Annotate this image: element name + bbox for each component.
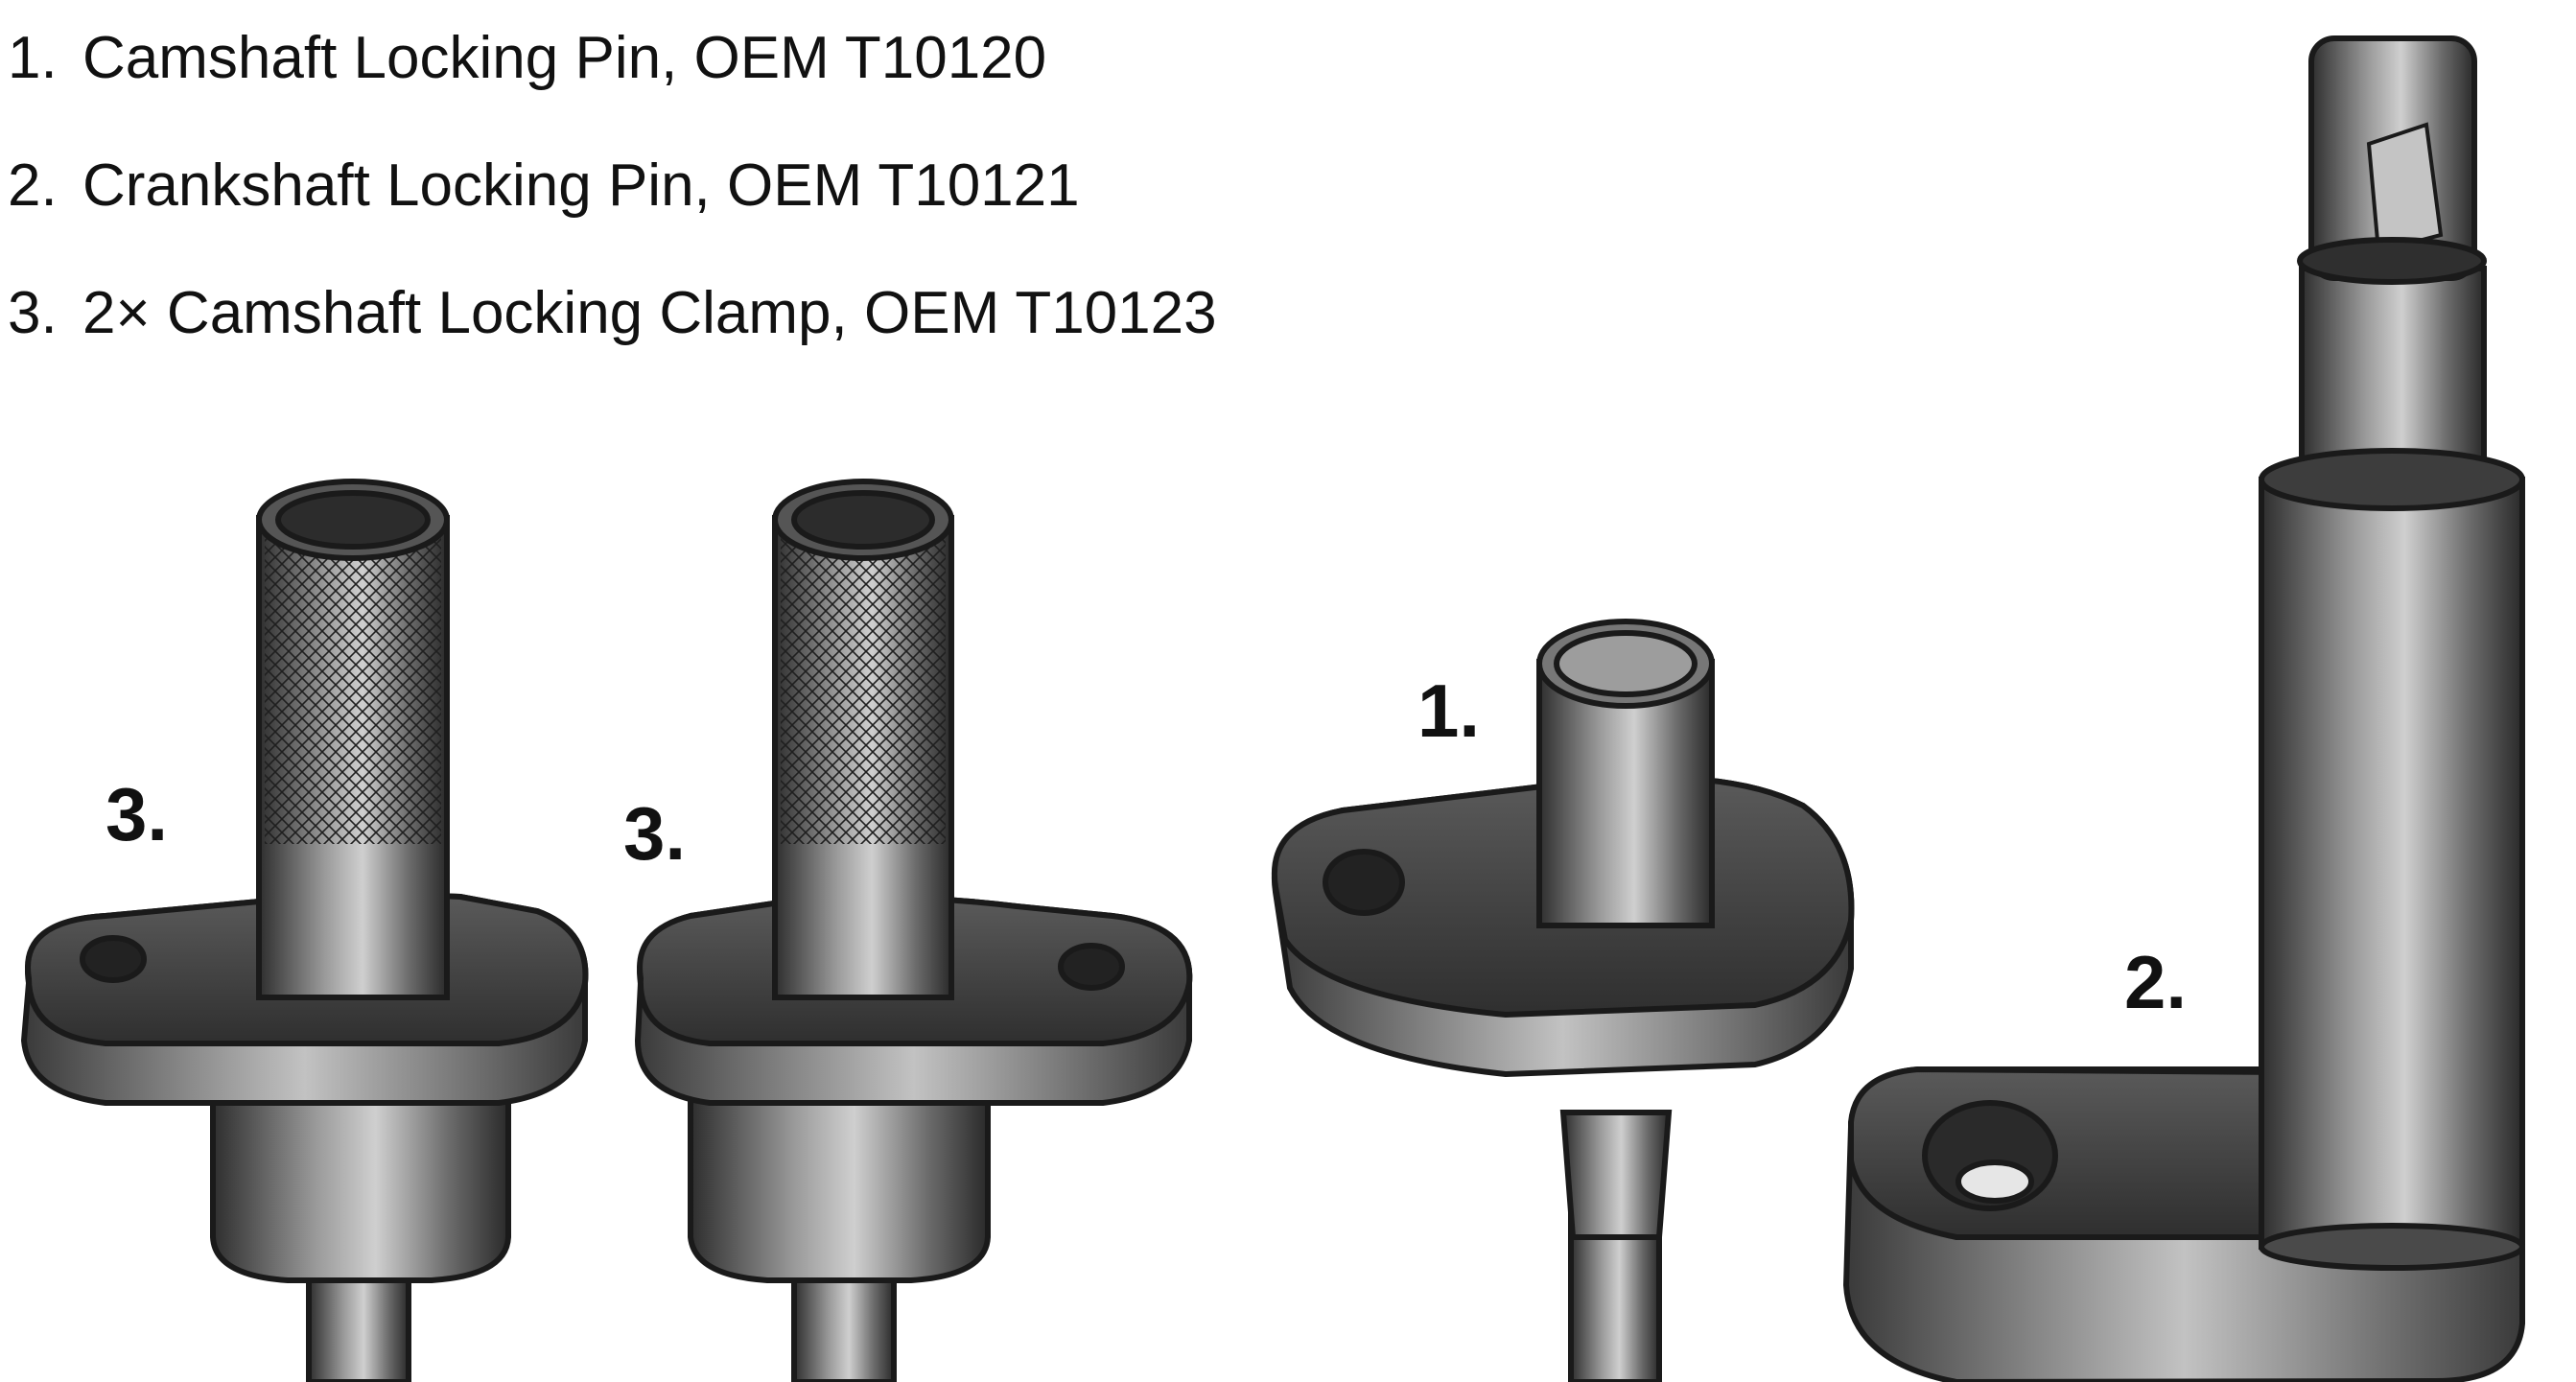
camshaft-locking-clamp-left: [20, 479, 589, 1382]
legend-number: 3.: [8, 280, 58, 346]
legend-number: 1.: [8, 25, 58, 91]
callout-crank-pin: 2.: [2124, 940, 2188, 1024]
callout-clamp-left: 3.: [105, 772, 169, 856]
legend-number: 2.: [8, 152, 58, 219]
camshaft-locking-pin: [1271, 619, 1855, 1382]
callout-clamp-right: 3.: [623, 791, 687, 876]
parts-legend: 1. Camshaft Locking Pin, OEM T10120 2. C…: [8, 29, 1217, 411]
legend-item-3: 3. 2× Camshaft Locking Clamp, OEM T10123: [8, 284, 1217, 411]
legend-text: 2× Camshaft Locking Clamp, OEM T10123: [82, 280, 1217, 346]
legend-item-1: 1. Camshaft Locking Pin, OEM T10120: [8, 29, 1217, 156]
crankshaft-locking-pin: [1842, 35, 2525, 1382]
callout-cam-pin: 1.: [1417, 668, 1481, 753]
legend-item-2: 2. Crankshaft Locking Pin, OEM T10121: [8, 156, 1217, 284]
camshaft-locking-clamp-right: [634, 479, 1193, 1382]
legend-text: Crankshaft Locking Pin, OEM T10121: [82, 152, 1080, 219]
legend-text: Camshaft Locking Pin, OEM T10120: [82, 25, 1047, 91]
